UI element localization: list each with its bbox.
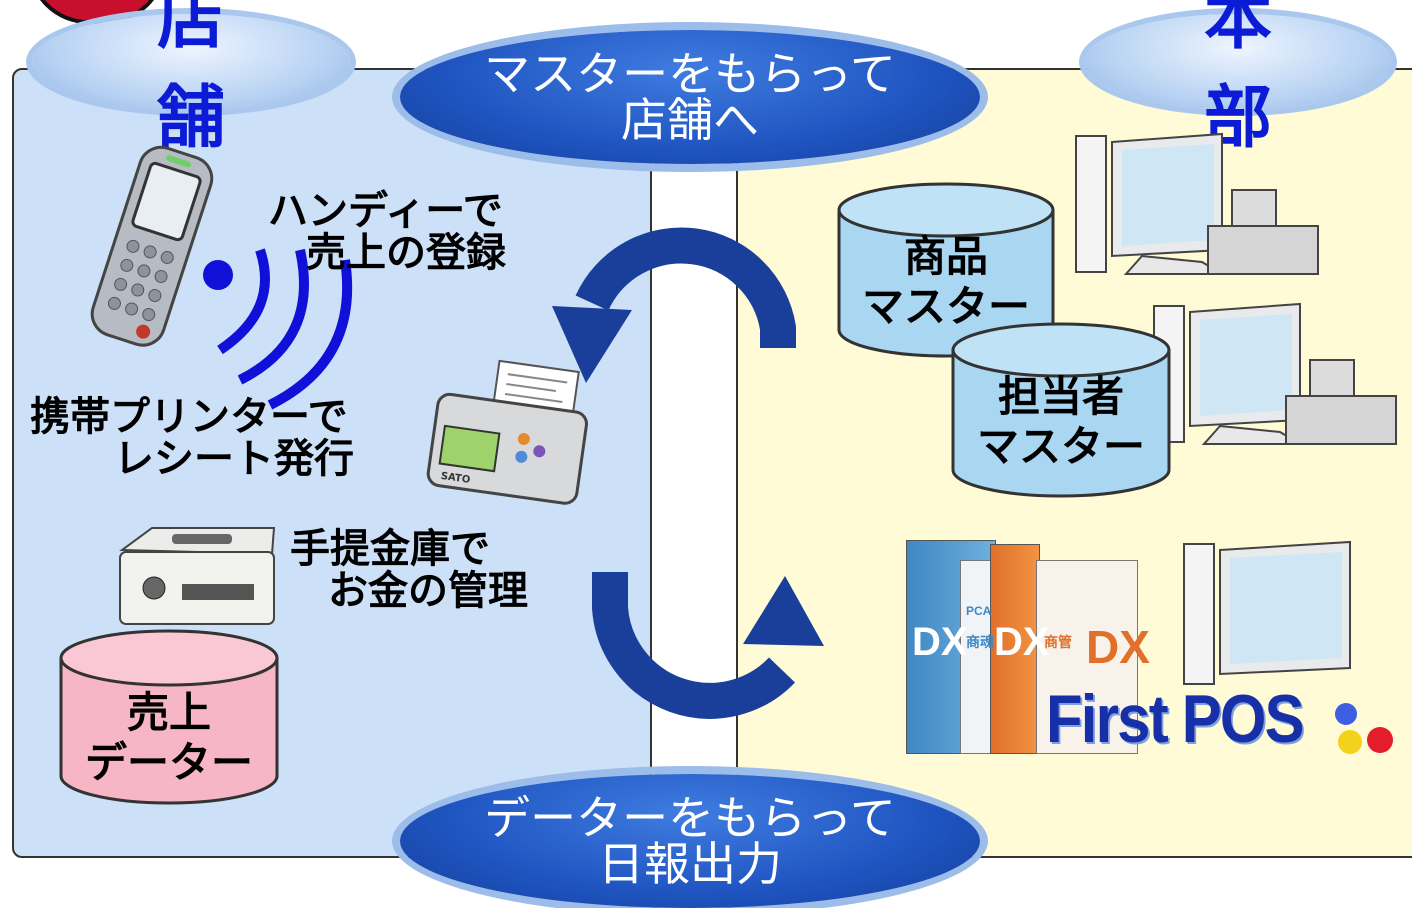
dx-logo-2: DX: [994, 620, 1050, 664]
pos-terminal-icon-1: [1075, 132, 1319, 275]
first-pos-balls-icon: [1335, 703, 1393, 754]
product-master-label: 商品 マスター: [861, 232, 1030, 331]
office-pc-icon: [1183, 540, 1351, 685]
software-box-shokan-front: [1036, 560, 1138, 754]
dx-logo-3: DX: [1086, 621, 1150, 673]
pos-terminal-icon-2: [1153, 302, 1397, 445]
software-box-shokan: [990, 544, 1040, 754]
master-flow-arrow: [552, 227, 796, 383]
svg-text:SATO: SATO: [440, 471, 471, 486]
sales-data-cylinder: [59, 629, 279, 805]
handy-caption: ハンディーで 売上の登録: [268, 188, 506, 276]
pca-brand-label: PCA: [966, 604, 992, 618]
printer-caption: 携帯プリンターで レシート発行: [30, 394, 354, 482]
product-master-cylinder: [837, 182, 1055, 358]
data-flow-arrow: [592, 572, 824, 719]
wireless-signal-icon: [203, 248, 353, 410]
staff-master-cylinder: [951, 322, 1171, 498]
master-to-store-message: マスターをもらって店舗へ: [400, 30, 980, 164]
first-pos-logo: First POS: [1046, 681, 1305, 757]
shokon-label: 商魂: [966, 635, 994, 651]
cashbox-caption: 手提金庫で お金の管理: [290, 526, 528, 614]
cash-box-icon: [119, 527, 276, 625]
handy-terminal-icon: [90, 145, 214, 347]
store-label: 店 舗: [32, 0, 363, 158]
staff-master-label: 担当者 マスター: [976, 372, 1145, 471]
portable-printer-icon: SATO: [426, 359, 588, 505]
dx-logo-1: DX: [912, 620, 968, 664]
hq-label: 本 部: [1085, 0, 1410, 158]
data-to-report-message: データーをもらって日報出力: [400, 774, 980, 908]
shokan-label: 商管: [1044, 635, 1072, 651]
sales-data-label: 売上 データー: [84, 688, 253, 787]
